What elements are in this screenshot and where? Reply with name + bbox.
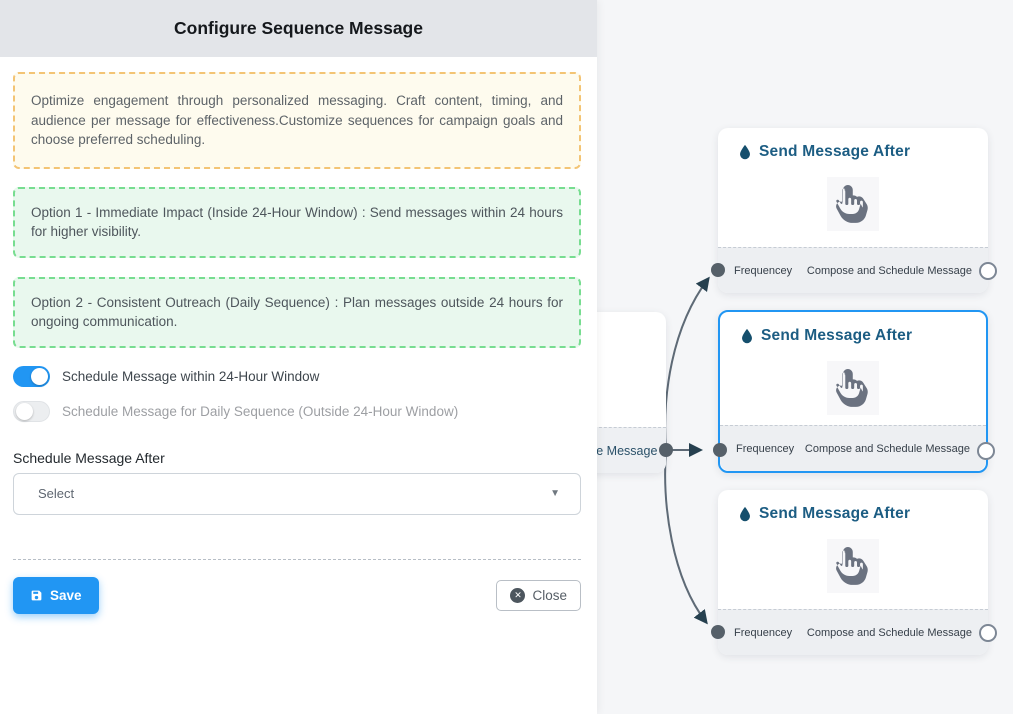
water-drop-icon: [740, 144, 750, 159]
node-output-handle[interactable]: [979, 624, 997, 642]
close-button[interactable]: ✕ Close: [496, 579, 581, 611]
footer-divider: [13, 558, 581, 560]
close-button-label: Close: [532, 587, 567, 603]
toggle-knob: [16, 402, 33, 420]
toggle-within-24h[interactable]: [13, 365, 50, 387]
save-button[interactable]: Save: [13, 576, 99, 614]
source-connection-handle[interactable]: [659, 443, 673, 457]
edge-to-node-3: [664, 449, 708, 625]
node-input-handle[interactable]: [713, 443, 727, 457]
tap-icon[interactable]: [827, 177, 879, 231]
node-footer-frequency[interactable]: Frequencey: [734, 264, 793, 277]
node-send-message-after-2[interactable]: Send Message After Frequencey Compose an…: [713, 310, 995, 473]
node-input-handle[interactable]: [711, 625, 725, 639]
node-send-message-after-1[interactable]: Send Message After Frequencey Compose an…: [711, 128, 997, 293]
close-icon: ✕: [510, 587, 526, 603]
node-footer-compose[interactable]: Compose and Schedule Message: [806, 264, 972, 277]
select-value: Select: [38, 486, 75, 502]
option2-note: Option 2 - Consistent Outreach (Daily Se…: [13, 276, 581, 348]
option1-note: Option 1 - Immediate Impact (Inside 24-H…: [13, 186, 581, 258]
info-note: Optimize engagement through personalized…: [13, 72, 581, 169]
node-footer-compose[interactable]: Compose and Schedule Message: [804, 442, 970, 455]
node-footer-compose[interactable]: Compose and Schedule Message: [806, 626, 972, 639]
edge-to-node-1: [664, 276, 710, 451]
schedule-after-select[interactable]: Select ▼: [13, 472, 581, 515]
hand-pointer-icon: [836, 369, 868, 407]
node-footer-frequency[interactable]: Frequencey: [734, 626, 793, 639]
hand-pointer-icon: [836, 547, 868, 585]
node-footer-frequency[interactable]: Frequencey: [736, 442, 795, 455]
node-output-handle[interactable]: [977, 442, 995, 460]
tap-icon[interactable]: [827, 539, 879, 593]
water-drop-icon: [742, 328, 752, 343]
tap-icon[interactable]: [827, 361, 879, 415]
configure-sequence-panel: Configure Sequence Message Optimize enga…: [0, 0, 597, 614]
node-title: Send Message After: [761, 327, 913, 344]
hand-pointer-icon: [836, 185, 868, 223]
save-icon: [31, 590, 42, 601]
water-drop-icon: [740, 506, 750, 521]
chevron-down-icon: ▼: [550, 488, 560, 500]
toggle-knob: [31, 367, 48, 385]
toggle-daily-sequence[interactable]: [13, 400, 50, 422]
toggle-within-24h-label: Schedule Message within 24-Hour Window: [62, 368, 320, 384]
page-title: Configure Sequence Message: [174, 18, 423, 38]
node-title: Send Message After: [759, 143, 911, 160]
node-output-handle[interactable]: [979, 262, 997, 280]
panel-header: Configure Sequence Message: [0, 0, 597, 57]
save-button-label: Save: [50, 587, 82, 603]
toggle-daily-sequence-label: Schedule Message for Daily Sequence (Out…: [62, 403, 459, 419]
schedule-after-label: Schedule Message After: [13, 449, 165, 466]
node-send-message-after-3[interactable]: Send Message After Frequencey Compose an…: [711, 490, 997, 655]
node-input-handle[interactable]: [711, 263, 725, 277]
node-title: Send Message After: [759, 505, 911, 522]
